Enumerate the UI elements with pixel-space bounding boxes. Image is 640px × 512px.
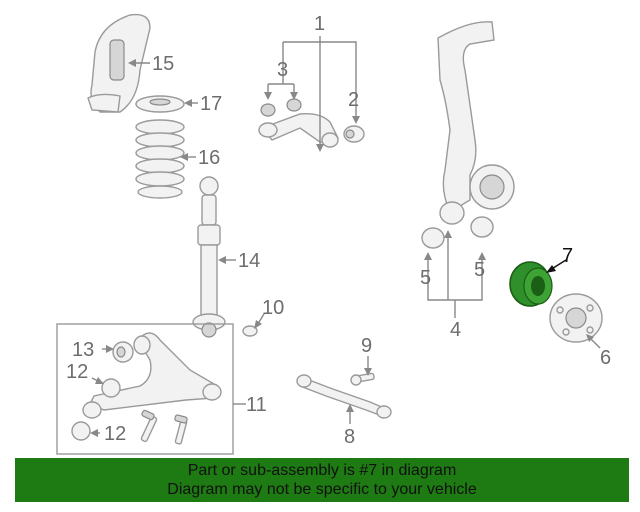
part-8-link[interactable] [296, 374, 392, 419]
part-10-nut[interactable] [242, 325, 258, 337]
part-6-wheel-hub[interactable] [549, 293, 603, 343]
callout-8: 8 [344, 426, 355, 448]
part-13-bushing[interactable] [112, 341, 134, 363]
callout-9: 9 [361, 335, 372, 357]
part-16-coil-spring[interactable] [135, 119, 185, 199]
part-12-bushing-upper[interactable] [101, 378, 121, 398]
part-12-bushing-lower[interactable] [71, 421, 91, 441]
part-4-bushings[interactable] [421, 201, 494, 249]
part-4-steering-knuckle[interactable] [437, 21, 515, 214]
callout-14: 14 [238, 250, 260, 272]
callout-6: 6 [600, 347, 611, 369]
banner-line-2: Diagram may not be specific to your vehi… [167, 481, 477, 498]
callout-10: 10 [262, 297, 284, 319]
callout-4: 4 [450, 319, 461, 341]
callout-7: 7 [562, 245, 573, 267]
callout-2: 2 [348, 89, 359, 111]
part-15-strut-mount[interactable] [87, 13, 151, 113]
callout-3: 3 [277, 59, 288, 81]
callout-12b: 12 [104, 423, 126, 445]
part-11-assembly-box [56, 323, 234, 455]
part-17-spring-pad[interactable] [135, 95, 185, 113]
callout-5a: 5 [420, 267, 431, 289]
info-banner: Part or sub-assembly is #7 in diagram Di… [15, 458, 629, 502]
callout-13: 13 [72, 339, 94, 361]
callout-16: 16 [198, 147, 220, 169]
callout-1: 1 [314, 13, 325, 35]
part-1-upper-control-arm[interactable] [258, 98, 339, 148]
callout-15: 15 [152, 53, 174, 75]
callout-12a: 12 [66, 361, 88, 383]
part-14-shock-absorber[interactable] [192, 176, 226, 338]
callout-5b: 5 [474, 259, 485, 281]
part-11-bolts[interactable] [140, 409, 188, 445]
callout-11: 11 [246, 394, 267, 416]
part-9-bolt[interactable] [350, 372, 375, 386]
part-7-wheel-bearing[interactable] [509, 261, 553, 307]
callout-17: 17 [200, 93, 222, 115]
part-2-bushing[interactable] [343, 125, 365, 143]
parts-diagram: 15 17 16 14 10 [56, 13, 611, 455]
part-11-lower-control-arm[interactable] [82, 332, 222, 419]
banner-line-1: Part or sub-assembly is #7 in diagram [187, 462, 457, 479]
